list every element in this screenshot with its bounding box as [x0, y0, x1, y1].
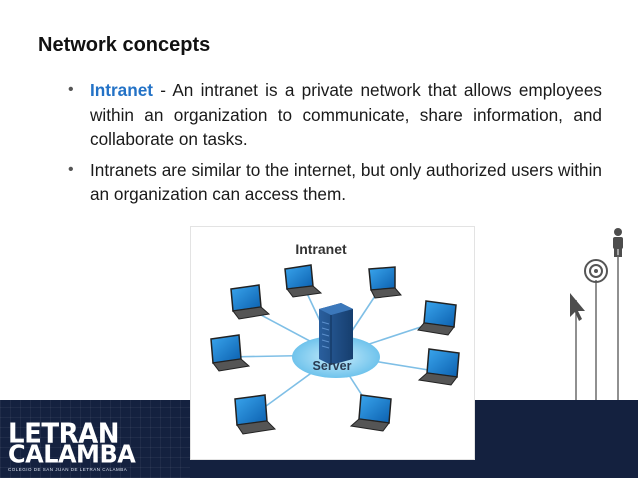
bullet-term: Intranet: [90, 80, 154, 100]
bullet-text: Intranets are similar to the internet, b…: [90, 159, 602, 205]
bullet-list: • Intranet - An intranet is a private ne…: [66, 78, 602, 213]
intranet-diagram: Intranet: [190, 226, 475, 460]
bullet-dot: •: [68, 81, 74, 98]
server-icon: [319, 303, 353, 365]
footer-grid-pattern: [0, 400, 190, 478]
decorative-line-art: [570, 228, 623, 405]
logo-line1: LETRAN: [8, 418, 119, 450]
laptop-icon: [417, 348, 460, 386]
bullet-item: • Intranet - An intranet is a private ne…: [66, 78, 602, 152]
logo-line2: CALAMBA: [8, 439, 136, 469]
bullet-dot: •: [68, 160, 74, 178]
logo: LETRAN CALAMBA COLEGIO DE SAN JUAN DE LE…: [8, 418, 136, 472]
cursor-icon: [570, 293, 585, 321]
person-icon: [613, 228, 623, 257]
diagram-title: Intranet: [295, 241, 347, 257]
laptop-icon: [349, 394, 392, 432]
logo-subtitle: COLEGIO DE SAN JUAN DE LETRAN CALAMBA: [8, 467, 128, 472]
laptop-icon: [234, 394, 277, 435]
intranet-diagram-art: Intranet: [210, 241, 460, 435]
slide-title: Network concepts: [38, 34, 211, 56]
bullet-text: - An intranet is a private network that …: [90, 80, 602, 149]
laptop-icon: [417, 300, 457, 336]
laptop-icon: [368, 266, 402, 299]
server-label: Server: [313, 359, 352, 373]
laptop-icon: [210, 334, 251, 372]
laptop-icon: [230, 284, 271, 320]
bullet-item: • Intranets are similar to the internet,…: [66, 158, 602, 207]
laptop-icon: [284, 264, 323, 298]
target-icon: [584, 259, 608, 283]
